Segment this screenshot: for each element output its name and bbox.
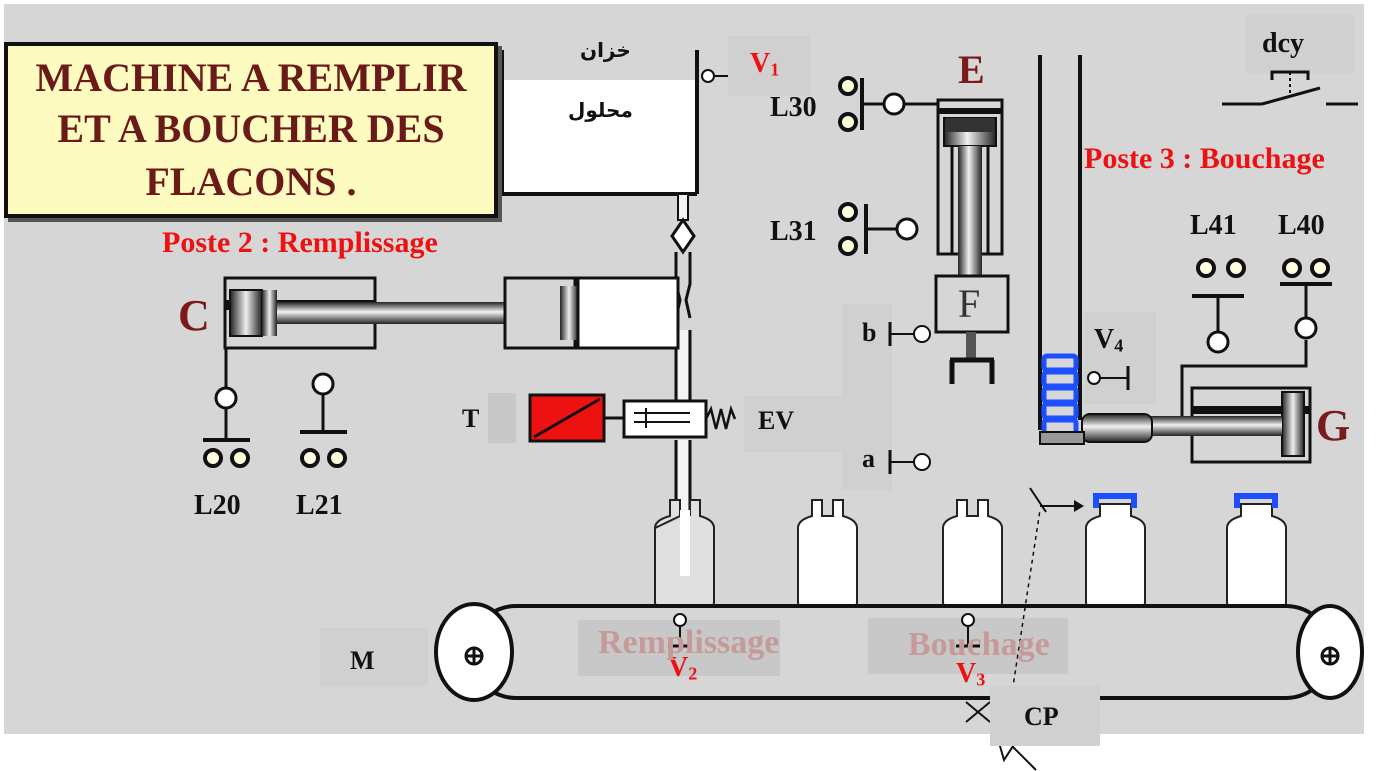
sensor-cp-label: CP — [1024, 702, 1059, 731]
tank-label-top: خزان — [580, 38, 631, 62]
cylinder-g — [1039, 340, 1312, 464]
cap-magazine — [1038, 55, 1082, 437]
sensor-l30-label: L30 — [770, 92, 817, 123]
conveyor-zone-filling: Remplissage — [598, 624, 780, 661]
title-line-1: MACHINE A REMPLIR — [35, 55, 467, 100]
cylinder-c-label: C — [178, 291, 210, 340]
sensor-v2-symbol — [668, 613, 692, 648]
gripper-f-label: F — [958, 281, 981, 326]
title-line-2: ET A BOUCHER DES — [57, 106, 445, 151]
sensor-l41-label: L41 — [1190, 210, 1237, 241]
sensor-a-label: a — [862, 444, 875, 473]
sensor-v3-index: 3 — [976, 669, 986, 690]
sensor-l41-symbol — [1192, 258, 1246, 354]
sensor-l31-label: L31 — [770, 216, 817, 247]
cylinder-e — [936, 98, 1004, 276]
dcy-label: dcy — [1262, 28, 1304, 59]
sensor-v2-index: 2 — [688, 663, 698, 684]
solution-tank — [500, 50, 699, 221]
sensor-v2-label: V2 — [668, 654, 697, 683]
sensor-b-symbol — [888, 322, 931, 346]
conveyor-zone-capping: Bouchage — [908, 626, 1050, 663]
sensor-v4-symbol — [1087, 366, 1130, 390]
sensor-l20-symbol — [203, 348, 250, 468]
sensor-v3-symbol — [956, 613, 980, 648]
filling-pipe — [670, 217, 696, 510]
sensor-v4-letter: V — [1094, 324, 1115, 355]
sensor-l30-symbol — [838, 76, 945, 132]
cylinder-e-label: E — [958, 47, 985, 92]
title-box: MACHINE A REMPLIR ET A BOUCHER DES FLACO… — [4, 42, 498, 218]
sensor-v3-letter: V — [956, 658, 977, 689]
sensor-l20-label: L20 — [194, 490, 241, 521]
sensor-l31-symbol — [838, 202, 919, 256]
sensor-a-symbol — [888, 450, 931, 474]
motor-m-label: M — [350, 646, 375, 675]
sensor-l21-label: L21 — [296, 490, 343, 521]
valve-t-label: T — [462, 404, 480, 433]
gripper-f — [934, 274, 1010, 384]
sensor-v1-label: V1 — [750, 50, 779, 79]
tank-label-bottom: محلول — [568, 98, 633, 122]
post-filling-label: Poste 2 : Remplissage — [162, 226, 438, 259]
sensor-l40-label: L40 — [1278, 210, 1325, 241]
sensor-v3-label: V3 — [956, 660, 985, 689]
sensor-v2-letter: V — [668, 652, 689, 683]
cylinder-c — [223, 276, 680, 350]
title-line-3: FLACONS . — [145, 159, 357, 204]
post-capping-label: Poste 3 : Bouchage — [1084, 142, 1325, 175]
sensor-v4-label: V4 — [1094, 326, 1123, 355]
cylinder-g-label: G — [1316, 401, 1351, 450]
sensor-l21-symbol — [300, 372, 347, 468]
sensor-b-label: b — [862, 318, 877, 347]
sensor-l40-symbol — [1280, 258, 1332, 340]
sensor-v1-letter: V — [750, 48, 771, 79]
sensor-v1-index: 1 — [770, 59, 780, 80]
sensor-v4-index: 4 — [1114, 335, 1124, 356]
valve-ev-label: EV — [758, 406, 795, 435]
solenoid-valve — [488, 393, 737, 443]
dcy-pushbutton-symbol — [1222, 70, 1358, 106]
conveyor-belt — [434, 602, 1364, 702]
